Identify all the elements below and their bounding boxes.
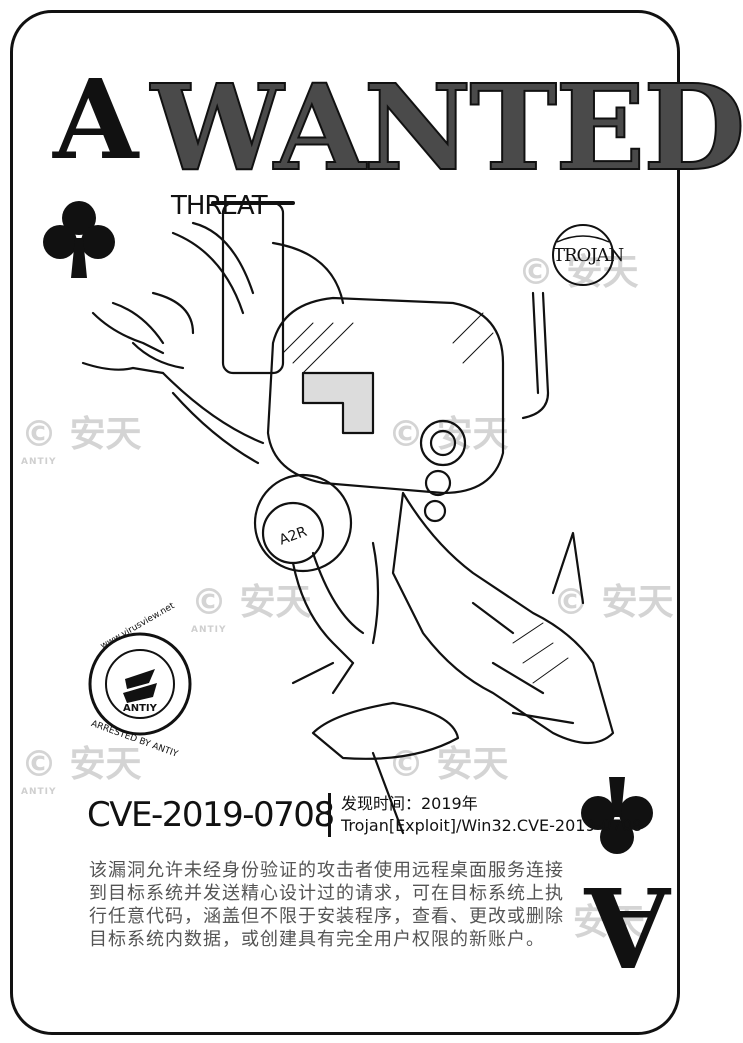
- copyright-icon: ©: [388, 414, 424, 455]
- copyright-icon: ©: [21, 414, 57, 455]
- playing-card: © 安天 © 安天 ANTIY © 安天 © 安天 ANTIY © 安天 © 安…: [10, 10, 743, 1035]
- wanted-title: WANTED: [150, 58, 743, 197]
- arrested-stamp: [88, 632, 192, 736]
- rank-bottom: A: [585, 862, 671, 991]
- watermark: © 安天: [553, 582, 674, 623]
- club-icon: [581, 777, 653, 854]
- category-label: THREAT: [171, 191, 268, 221]
- malware-name: Trojan[Exploit]/Win32.CVE-2019-0708: [341, 816, 643, 835]
- watermark: © 安天 ANTIY: [21, 414, 142, 467]
- copyright-icon: ©: [388, 744, 424, 785]
- copyright-icon: ©: [518, 252, 554, 293]
- copyright-icon: ©: [191, 582, 227, 623]
- discovered-date: 发现时间：2019年: [341, 794, 478, 813]
- svg-text:A2R: A2R: [277, 524, 309, 549]
- watermark: © 安天: [388, 744, 509, 785]
- watermark: © 安天: [518, 252, 639, 293]
- club-icon: [43, 201, 115, 278]
- trojan-logo-text: TROJAN: [553, 245, 624, 266]
- robot-illustration: A2R: [81, 201, 615, 835]
- cve-id: CVE-2019-0708: [87, 795, 335, 835]
- watermark: 安天: [573, 902, 646, 943]
- trojan-logo-icon: [552, 224, 614, 286]
- watermark: © 安天 ANTIY: [21, 744, 142, 797]
- rank-top: A: [53, 55, 139, 184]
- watermark: © 安天: [388, 414, 509, 455]
- stamp-brand: ANTIY: [123, 703, 157, 714]
- copyright-icon: ©: [21, 744, 57, 785]
- divider: [328, 793, 331, 837]
- description-text: 该漏洞允许未经身份验证的攻击者使用远程桌面服务连接到目标系统并发送精心设计过的请…: [89, 860, 564, 950]
